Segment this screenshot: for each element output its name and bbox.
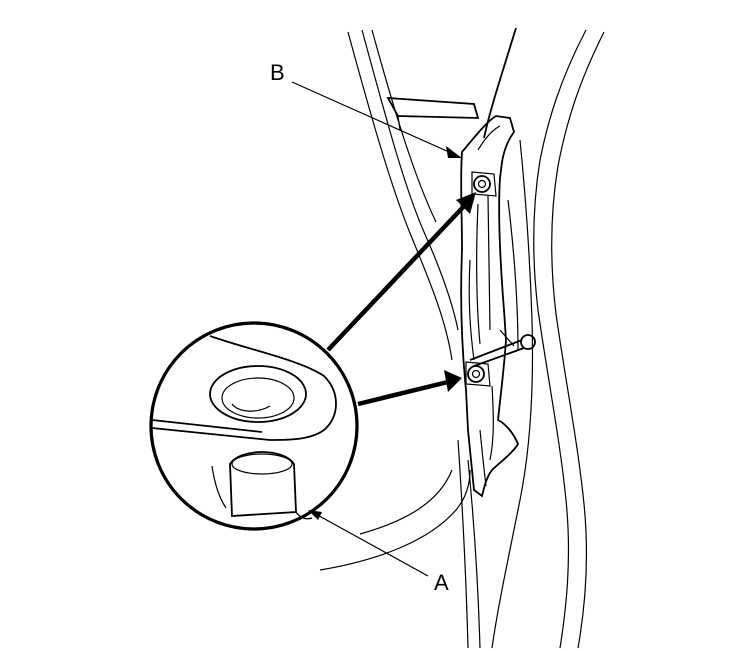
callout-label-a: A: [434, 570, 449, 595]
callout-label-b: B: [270, 60, 285, 85]
body-panel: [347, 27, 605, 649]
belt-anchor: [469, 329, 536, 367]
detail-arrows: [326, 192, 476, 407]
lower-panel: [319, 469, 471, 571]
leader-lines: [291, 81, 462, 577]
upper-trim: [386, 96, 480, 131]
detail-magnifier: [149, 321, 359, 531]
pillar-trim-bracket: [460, 115, 520, 498]
